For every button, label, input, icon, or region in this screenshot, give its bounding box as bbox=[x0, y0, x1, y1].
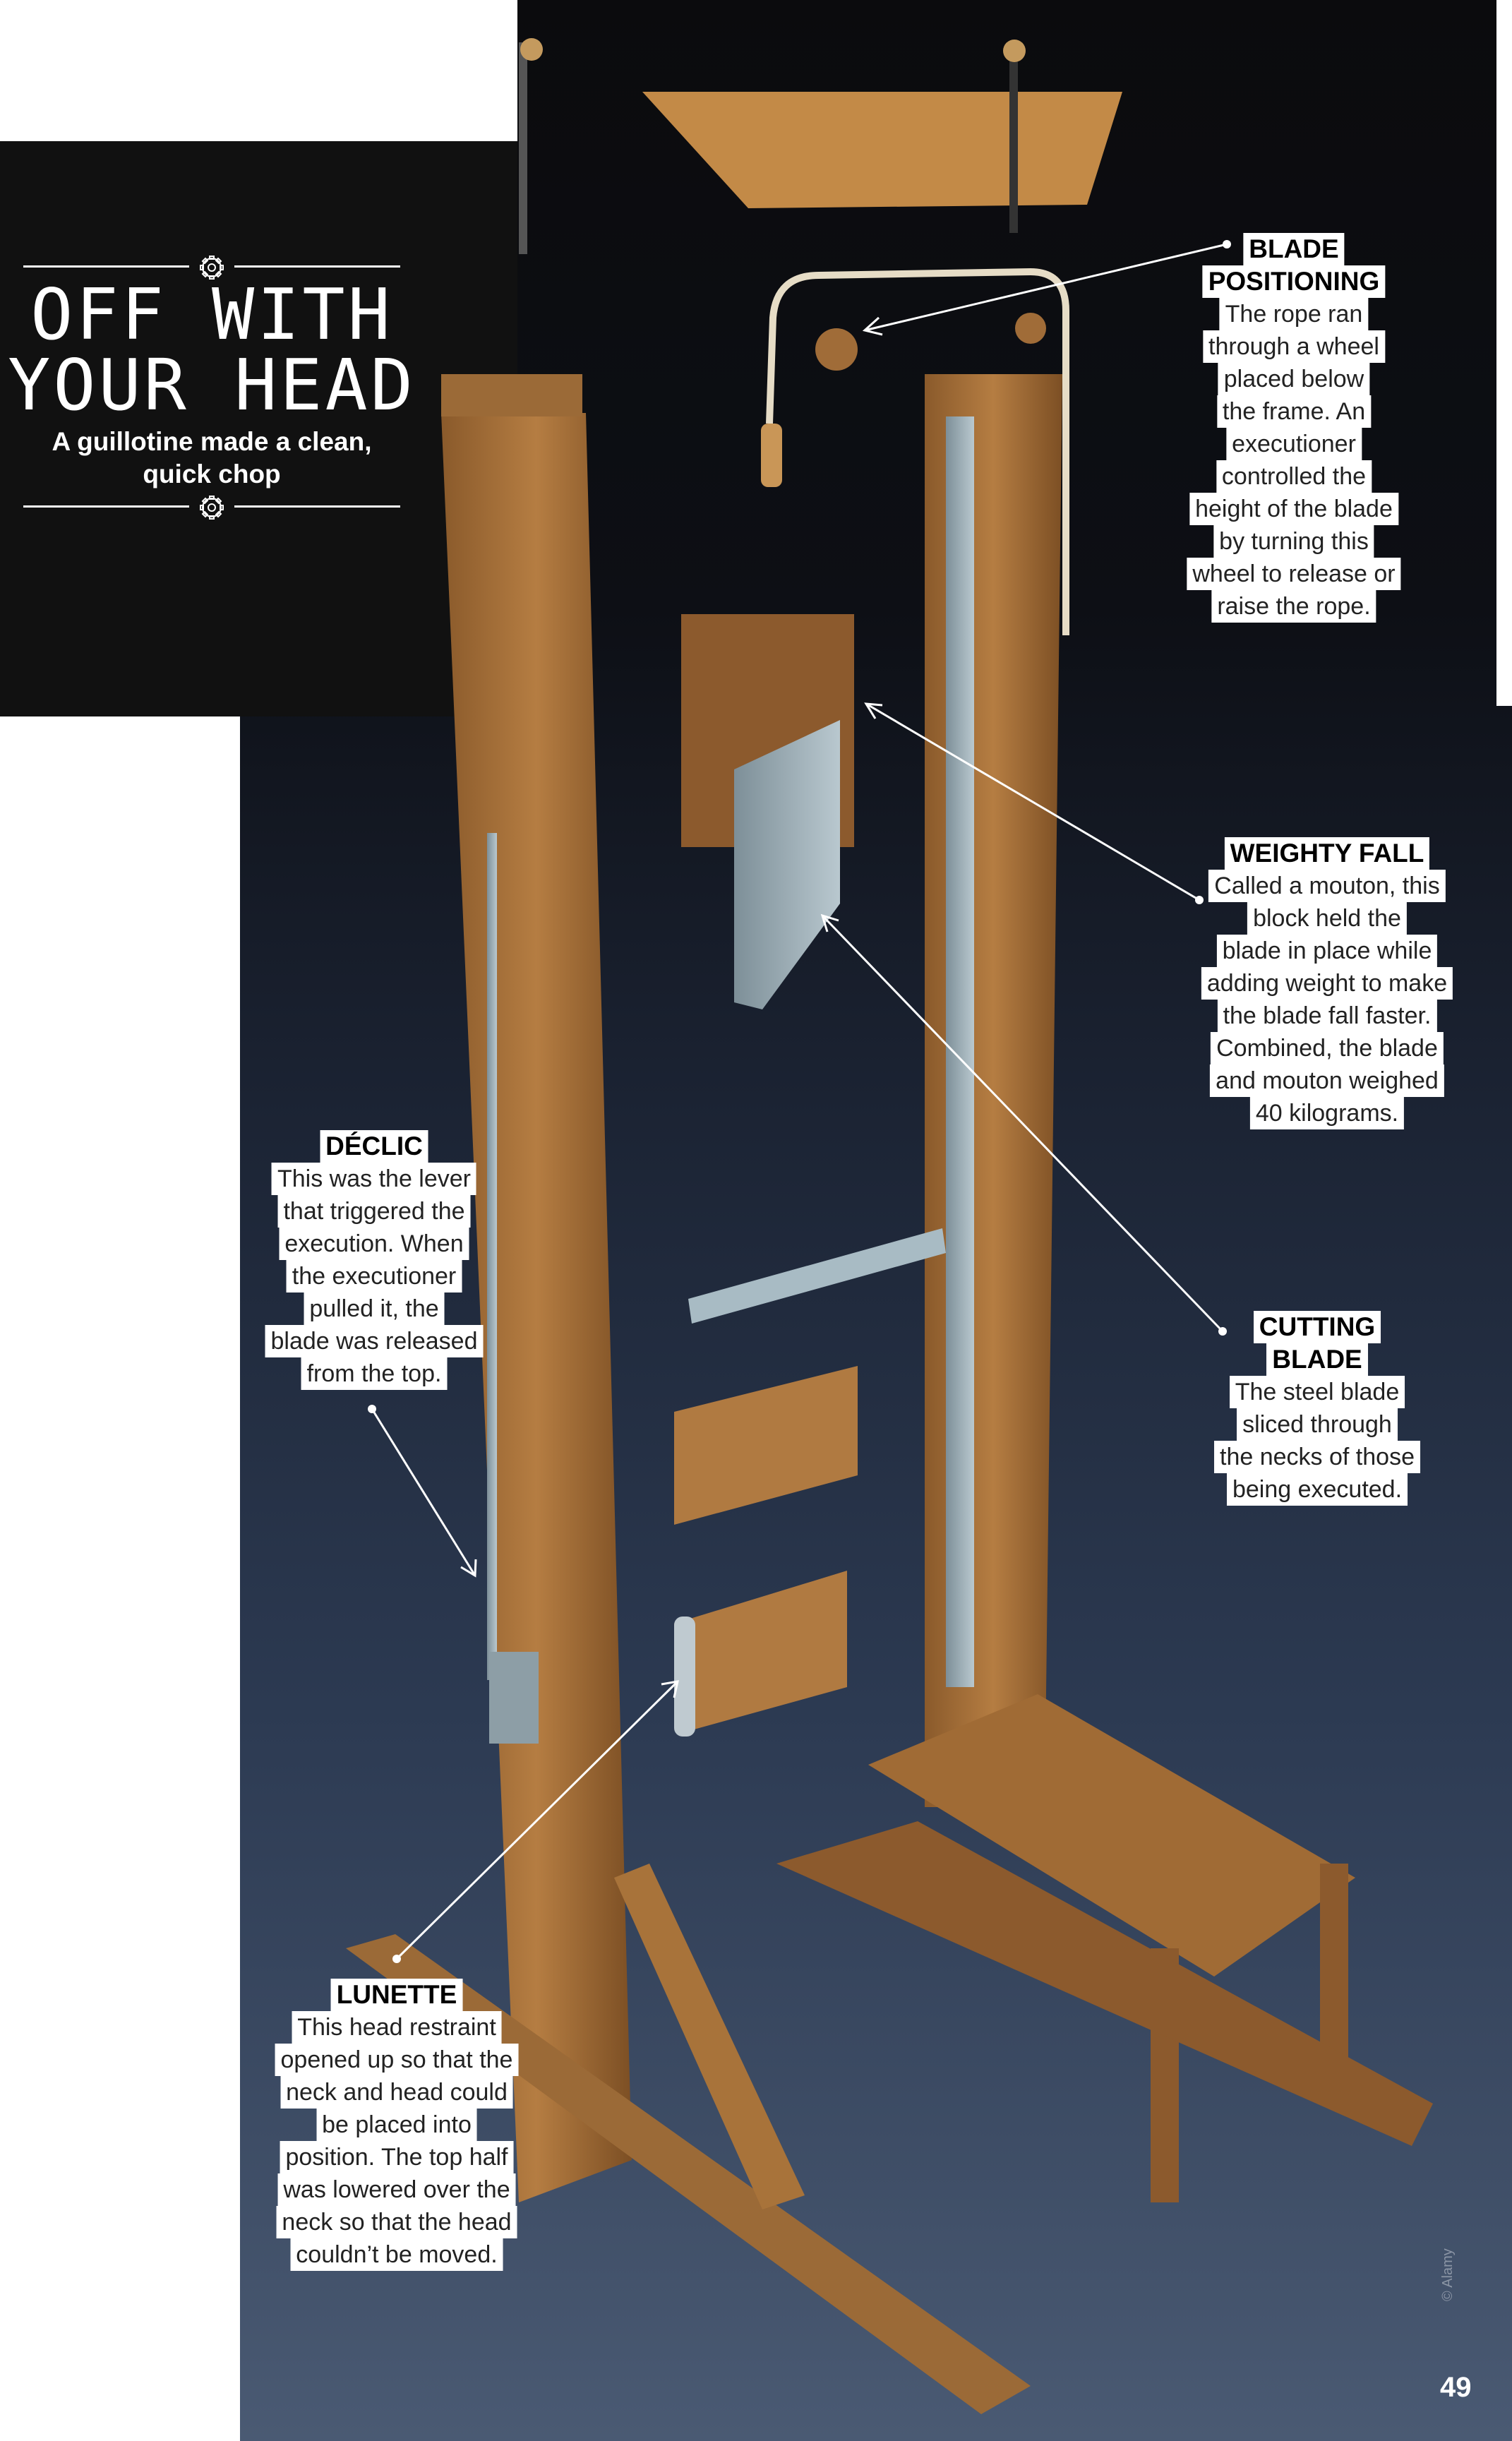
callout-text: blade in place while bbox=[1216, 935, 1438, 967]
callout-text: neck so that the head bbox=[276, 2206, 517, 2238]
callout-heading: WEIGHTY FALL bbox=[1224, 837, 1430, 870]
subtitle-line-2: quick chop bbox=[143, 460, 281, 488]
page-margin-left bbox=[0, 716, 240, 2441]
callout-text: the frame. An bbox=[1216, 395, 1372, 428]
callout-text: The steel blade bbox=[1229, 1376, 1405, 1408]
callout-text: position. The top half bbox=[280, 2141, 514, 2173]
lunette bbox=[674, 1366, 858, 1737]
callout-text: The rope ran bbox=[1219, 298, 1369, 330]
page-margin-right bbox=[1496, 0, 1512, 706]
callout-text: the executioner bbox=[286, 1260, 462, 1293]
divider bbox=[23, 265, 189, 268]
callout-heading: DÉCLIC bbox=[320, 1130, 428, 1163]
callout-text: the blade fall faster. bbox=[1217, 1000, 1437, 1032]
callout-text: that triggered the bbox=[277, 1195, 471, 1228]
callout-text: opened up so that the bbox=[275, 2044, 519, 2076]
top-crossbeam bbox=[519, 38, 1122, 254]
callout-cutting-blade: CUTTING BLADE The steel blade sliced thr… bbox=[1214, 1311, 1420, 1506]
gear-icon bbox=[200, 256, 224, 280]
callout-text: sliced through bbox=[1237, 1408, 1398, 1441]
callout-text: adding weight to make bbox=[1201, 967, 1453, 1000]
callout-text: height of the blade bbox=[1189, 493, 1398, 525]
callout-text: and mouton weighed bbox=[1210, 1064, 1444, 1097]
callout-text: This was the lever bbox=[272, 1163, 476, 1195]
callout-text: raise the rope. bbox=[1211, 590, 1376, 623]
callout-text: blade was released bbox=[265, 1325, 484, 1357]
callout-weighty-fall: WEIGHTY FALL Called a mouton, this block… bbox=[1201, 837, 1453, 1129]
callout-text: the necks of those bbox=[1214, 1441, 1420, 1473]
callout-text: executioner bbox=[1226, 428, 1362, 460]
callout-lunette: LUNETTE This head restraint opened up so… bbox=[275, 1979, 519, 2271]
photo-credit: © Alamy bbox=[1440, 2248, 1456, 2301]
callout-heading: CUTTING bbox=[1253, 1311, 1381, 1343]
callout-heading: BLADE bbox=[1243, 233, 1345, 265]
bascule-bench bbox=[776, 1694, 1433, 2202]
headline-line-1: OFF WITH bbox=[30, 273, 393, 356]
callout-text: Called a mouton, this bbox=[1208, 870, 1446, 902]
callout-text: pulled it, the bbox=[304, 1293, 445, 1325]
callout-text: by turning this bbox=[1213, 525, 1374, 558]
callout-text: block held the bbox=[1247, 902, 1407, 935]
subtitle-line-1: A guillotine made a clean, bbox=[52, 427, 372, 456]
callout-text: from the top. bbox=[301, 1357, 448, 1390]
mouton-and-blade bbox=[681, 614, 854, 1009]
callout-text: be placed into bbox=[316, 2109, 477, 2141]
callout-text: couldn’t be moved. bbox=[290, 2238, 503, 2271]
callout-text: through a wheel bbox=[1203, 330, 1385, 363]
callout-text: neck and head could bbox=[280, 2076, 513, 2109]
upright-left bbox=[441, 374, 632, 2202]
callout-text: placed below bbox=[1218, 363, 1370, 395]
callout-heading: LUNETTE bbox=[330, 1979, 463, 2011]
page-number: 49 bbox=[1440, 2372, 1472, 2403]
headline-line-2: YOUR HEAD bbox=[8, 344, 416, 426]
callout-heading: POSITIONING bbox=[1202, 265, 1386, 298]
rope-and-wheel bbox=[761, 268, 1069, 635]
callout-declic: DÉCLIC This was the lever that triggered… bbox=[265, 1130, 484, 1390]
callout-text: was lowered over the bbox=[277, 2173, 516, 2206]
callout-blade-positioning: BLADE POSITIONING The rope ran through a… bbox=[1187, 233, 1401, 623]
callout-text: controlled the bbox=[1216, 460, 1372, 493]
divider bbox=[23, 505, 189, 508]
callout-text: 40 kilograms. bbox=[1249, 1097, 1405, 1129]
upright-right bbox=[925, 374, 1062, 1807]
title-panel: OFF WITH YOUR HEAD A guillotine made a c… bbox=[0, 141, 517, 716]
divider bbox=[234, 265, 400, 268]
divider bbox=[234, 505, 400, 508]
callout-text: execution. When bbox=[279, 1228, 469, 1260]
leader-lines bbox=[371, 243, 1228, 1960]
callout-heading: BLADE bbox=[1266, 1343, 1368, 1376]
gear-icon bbox=[200, 496, 224, 520]
callout-text: wheel to release or bbox=[1187, 558, 1401, 590]
leader-dots bbox=[368, 240, 1231, 1963]
page-margin-top bbox=[0, 0, 517, 141]
callout-text: Combined, the blade bbox=[1211, 1032, 1444, 1064]
declic-bar bbox=[688, 1228, 946, 1324]
callout-text: being executed. bbox=[1226, 1473, 1408, 1506]
callout-text: This head restraint bbox=[292, 2011, 502, 2044]
